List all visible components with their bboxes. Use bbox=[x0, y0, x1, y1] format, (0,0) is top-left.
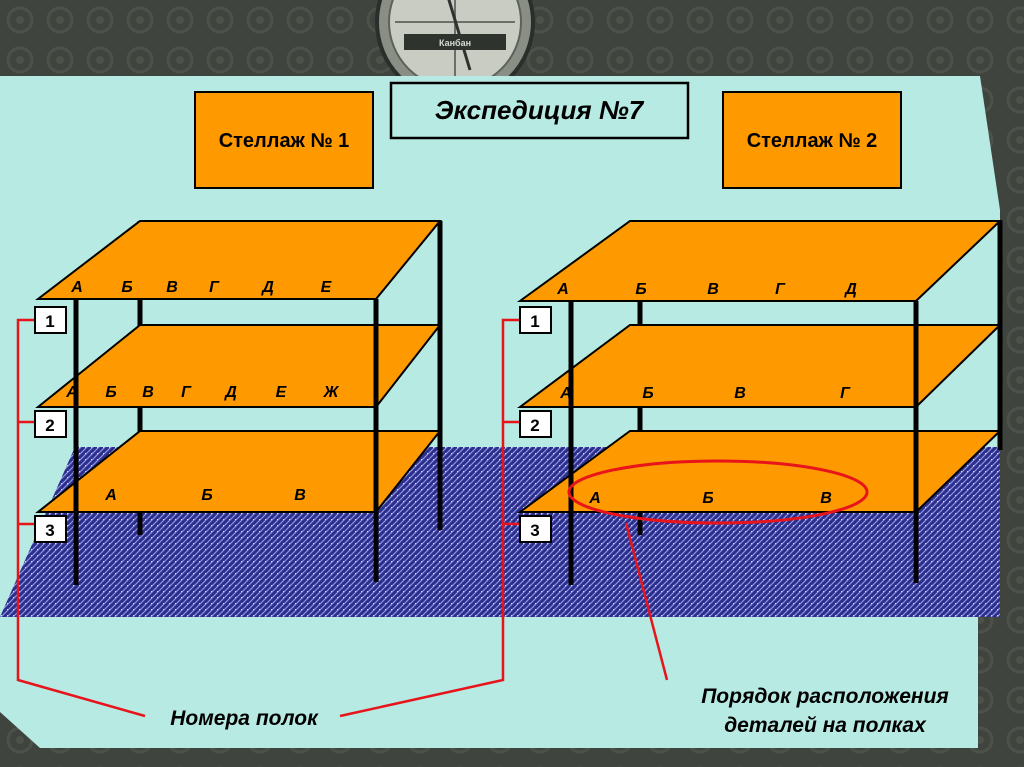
svg-text:А: А bbox=[559, 385, 572, 402]
main-title-box: Экспедиция №7 bbox=[391, 83, 688, 138]
svg-text:А: А bbox=[70, 279, 83, 296]
svg-text:2: 2 bbox=[45, 416, 54, 435]
svg-text:Ж: Ж bbox=[323, 384, 340, 401]
svg-text:Е: Е bbox=[276, 384, 288, 401]
svg-text:Д: Д bbox=[843, 281, 857, 298]
order-label-line2: деталей на полках bbox=[724, 714, 927, 737]
svg-text:Б: Б bbox=[702, 490, 713, 507]
order-label-line1: Порядок расположения bbox=[701, 685, 949, 708]
svg-text:В: В bbox=[707, 281, 719, 298]
svg-text:Г: Г bbox=[209, 279, 220, 296]
rack2-shelf-number-2: 2 bbox=[520, 411, 551, 437]
svg-text:В: В bbox=[142, 384, 154, 401]
rack2-title: Стеллаж № 2 bbox=[747, 130, 878, 152]
svg-text:В: В bbox=[166, 279, 178, 296]
svg-text:1: 1 bbox=[530, 312, 539, 331]
svg-text:3: 3 bbox=[45, 521, 54, 540]
rack2-shelf-number-1: 1 bbox=[520, 307, 551, 333]
svg-text:Г: Г bbox=[775, 281, 786, 298]
svg-text:А: А bbox=[588, 490, 601, 507]
svg-text:Б: Б bbox=[105, 384, 116, 401]
svg-text:Б: Б bbox=[201, 487, 212, 504]
svg-text:Д: Д bbox=[223, 384, 237, 401]
page-title: Экспедиция №7 bbox=[435, 95, 645, 125]
rack1-title-box: Стеллаж № 1 bbox=[195, 92, 373, 188]
rack1-title: Стеллаж № 1 bbox=[219, 130, 350, 152]
svg-text:А: А bbox=[104, 487, 117, 504]
shelf-numbers-label: Номера полок bbox=[170, 707, 319, 730]
rack2-shelf-number-3: 3 bbox=[520, 516, 551, 542]
svg-text:А: А bbox=[65, 384, 78, 401]
rack2-title-box: Стеллаж № 2 bbox=[723, 92, 901, 188]
svg-text:Е: Е bbox=[321, 279, 333, 296]
svg-text:Б: Б bbox=[121, 279, 132, 296]
svg-text:Б: Б bbox=[635, 281, 646, 298]
svg-text:Г: Г bbox=[181, 384, 192, 401]
svg-text:Д: Д bbox=[260, 279, 274, 296]
svg-text:2: 2 bbox=[530, 416, 539, 435]
svg-text:Г: Г bbox=[840, 385, 851, 402]
svg-text:1: 1 bbox=[45, 312, 54, 331]
rack1-shelf-number-2: 2 bbox=[35, 411, 66, 437]
header-badge-text: Канбан bbox=[439, 38, 471, 48]
svg-text:Б: Б bbox=[642, 385, 653, 402]
svg-text:А: А bbox=[556, 281, 569, 298]
rack1-shelf-number-1: 1 bbox=[35, 307, 66, 333]
svg-text:В: В bbox=[294, 487, 306, 504]
svg-text:3: 3 bbox=[530, 521, 539, 540]
rack1-shelf-number-3: 3 bbox=[35, 516, 66, 542]
svg-text:В: В bbox=[820, 490, 832, 507]
svg-text:В: В bbox=[734, 385, 746, 402]
